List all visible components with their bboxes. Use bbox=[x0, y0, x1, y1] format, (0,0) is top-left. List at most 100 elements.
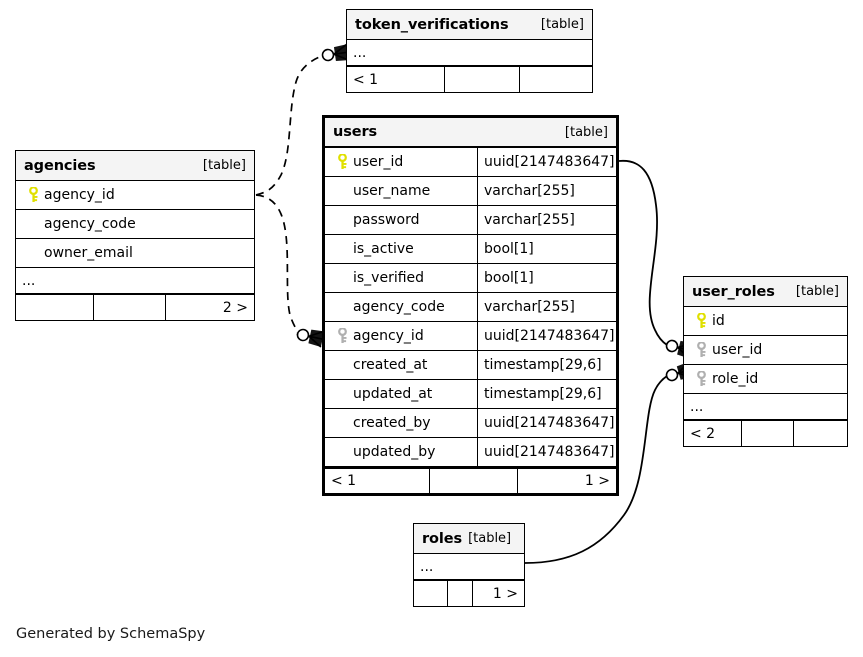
footer-parent-count: < 1 bbox=[353, 71, 379, 88]
table-row[interactable]: is_active bool[1] bbox=[325, 235, 616, 264]
column-type: varchar[255] bbox=[484, 299, 575, 315]
table-header-agencies: agencies [table] bbox=[16, 151, 254, 181]
column-cell: is_active bbox=[325, 235, 477, 263]
column-cell: role_id bbox=[684, 365, 847, 393]
column-type: uuid[2147483647] bbox=[484, 444, 615, 460]
table-row[interactable]: agency_code varchar[255] bbox=[325, 293, 616, 322]
table-row[interactable]: user_name varchar[255] bbox=[325, 177, 616, 206]
table-header-roles: roles [table] bbox=[414, 524, 524, 554]
foreign-key-icon bbox=[690, 342, 712, 358]
table-row[interactable]: created_at timestamp[29,6] bbox=[325, 351, 616, 380]
table-row[interactable]: agency_code bbox=[16, 210, 254, 239]
table-row[interactable]: user_id uuid[2147483647] bbox=[325, 148, 616, 177]
column-name: owner_email bbox=[44, 245, 133, 261]
primary-key-icon bbox=[331, 154, 353, 170]
column-cell: agency_code bbox=[16, 210, 254, 238]
table-row[interactable]: agency_id uuid[2147483647] bbox=[325, 322, 616, 351]
column-cell: agency_id bbox=[325, 322, 477, 350]
column-cell: id bbox=[684, 307, 847, 335]
column-type: uuid[2147483647] bbox=[484, 154, 615, 170]
column-name: agency_id bbox=[353, 328, 424, 344]
table-row[interactable]: owner_email bbox=[16, 239, 254, 268]
table-user_roles[interactable]: user_roles [table] id bbox=[683, 276, 848, 447]
column-type: varchar[255] bbox=[484, 212, 575, 228]
column-cell: user_name bbox=[325, 177, 477, 205]
table-title: agencies bbox=[24, 157, 96, 174]
table-row[interactable]: created_by uuid[2147483647] bbox=[325, 409, 616, 438]
column-name: id bbox=[712, 313, 725, 329]
column-name: user_name bbox=[353, 183, 431, 199]
footer-child-count bbox=[519, 67, 592, 92]
column-type-cell: bool[1] bbox=[477, 264, 616, 292]
column-cell: is_verified bbox=[325, 264, 477, 292]
edge-agencies-to-users-agency_id bbox=[255, 194, 326, 348]
column-type-cell: varchar[255] bbox=[477, 206, 616, 234]
footer-middle bbox=[429, 469, 517, 493]
more-columns-ellipsis: ... bbox=[684, 394, 847, 420]
column-name: is_verified bbox=[353, 270, 425, 286]
footer-parent-count: < 1 bbox=[331, 473, 357, 489]
column-cell: created_at bbox=[325, 351, 477, 379]
column-name: created_at bbox=[353, 357, 428, 373]
table-row[interactable]: id bbox=[684, 307, 847, 336]
primary-key-icon bbox=[690, 313, 712, 329]
table-row[interactable]: role_id bbox=[684, 365, 847, 394]
footer-parent-count bbox=[16, 295, 93, 320]
table-title: user_roles bbox=[692, 283, 775, 300]
column-type: uuid[2147483647] bbox=[484, 328, 615, 344]
column-cell: password bbox=[325, 206, 477, 234]
table-header-users: users [table] bbox=[325, 118, 616, 148]
footer-middle bbox=[447, 581, 472, 606]
footer-child-count bbox=[793, 421, 847, 446]
column-name: updated_at bbox=[353, 386, 433, 402]
column-type-cell: uuid[2147483647] bbox=[477, 322, 616, 350]
column-cell: updated_by bbox=[325, 438, 477, 466]
table-title: users bbox=[333, 124, 378, 140]
column-type: varchar[255] bbox=[484, 183, 575, 199]
table-row[interactable]: agency_id bbox=[16, 181, 254, 210]
table-row[interactable]: updated_by uuid[2147483647] bbox=[325, 438, 616, 467]
table-footer: 2 > bbox=[16, 294, 254, 320]
column-type: timestamp[29,6] bbox=[484, 357, 602, 373]
column-type: bool[1] bbox=[484, 241, 534, 257]
column-type-cell: timestamp[29,6] bbox=[477, 380, 616, 408]
footer-middle bbox=[93, 295, 165, 320]
table-agencies[interactable]: agencies [table] agency_id agency_ bbox=[15, 150, 255, 321]
table-users[interactable]: users [table] user_id uuid[2147483647] bbox=[322, 115, 619, 496]
table-kind-label: [table] bbox=[795, 284, 839, 299]
column-name: agency_id bbox=[44, 187, 115, 203]
more-columns-ellipsis: ... bbox=[16, 268, 254, 294]
table-row[interactable]: user_id bbox=[684, 336, 847, 365]
column-name: role_id bbox=[712, 371, 759, 387]
table-token_verifications[interactable]: token_verifications [table] ... < 1 bbox=[346, 9, 593, 93]
more-columns-ellipsis: ... bbox=[414, 554, 524, 580]
footer-middle bbox=[444, 67, 519, 92]
generated-by-caption: Generated by SchemaSpy bbox=[16, 626, 206, 642]
column-type: timestamp[29,6] bbox=[484, 386, 602, 402]
column-type-cell: varchar[255] bbox=[477, 177, 616, 205]
table-footer: < 1 1 > bbox=[325, 467, 616, 493]
footer-child-count: 1 > bbox=[472, 581, 524, 606]
column-cell: owner_email bbox=[16, 239, 254, 267]
column-type-cell: bool[1] bbox=[477, 235, 616, 263]
table-kind-label: [table] bbox=[564, 124, 608, 140]
table-row[interactable]: password varchar[255] bbox=[325, 206, 616, 235]
footer-parent-count: < 2 bbox=[690, 425, 716, 442]
table-kind-label: [table] bbox=[540, 17, 584, 32]
column-cell: agency_code bbox=[325, 293, 477, 321]
column-name: agency_code bbox=[353, 299, 445, 315]
column-type-cell: uuid[2147483647] bbox=[477, 438, 616, 466]
table-footer: 1 > bbox=[414, 580, 524, 606]
table-title: roles bbox=[422, 530, 463, 547]
column-cell: created_by bbox=[325, 409, 477, 437]
table-row[interactable]: updated_at timestamp[29,6] bbox=[325, 380, 616, 409]
column-name: created_by bbox=[353, 415, 431, 431]
column-type: bool[1] bbox=[484, 270, 534, 286]
foreign-key-icon bbox=[331, 328, 353, 344]
column-name: updated_by bbox=[353, 444, 436, 460]
table-roles[interactable]: roles [table] ... 1 > bbox=[413, 523, 525, 607]
table-row[interactable]: is_verified bool[1] bbox=[325, 264, 616, 293]
column-cell: user_id bbox=[325, 148, 477, 176]
primary-key-icon bbox=[22, 187, 44, 203]
